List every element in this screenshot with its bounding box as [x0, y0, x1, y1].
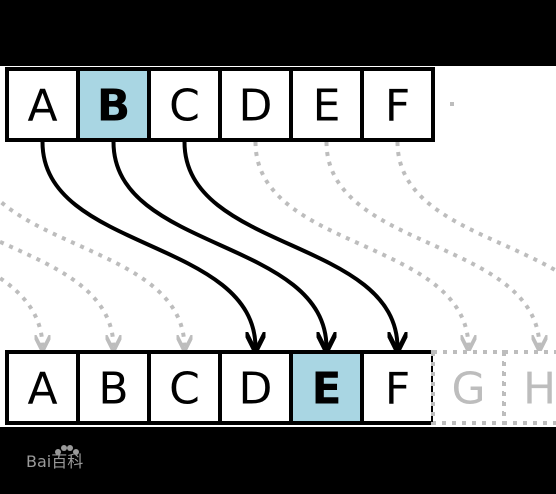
paw-icon	[55, 445, 79, 455]
implied-arrow	[395, 141, 556, 273]
ciphertext-letter: D	[239, 364, 273, 415]
ciphertext-cell-b: B	[76, 350, 151, 425]
ciphertext-letter: B	[98, 364, 128, 415]
plaintext-cell-e: E	[289, 67, 364, 142]
plaintext-letter: D	[239, 81, 273, 132]
watermark: Bai百科	[26, 445, 83, 471]
ciphertext-letter: F	[385, 364, 410, 415]
ghost-cell-box	[502, 350, 556, 425]
shift-arrow	[111, 141, 327, 348]
plaintext-cell-a: A	[5, 67, 80, 142]
plaintext-cell-box	[289, 67, 364, 142]
plaintext-letter: B	[97, 81, 131, 132]
ciphertext-cell-box	[76, 350, 151, 425]
ciphertext-cell-box	[360, 350, 435, 425]
plaintext-cell-box	[218, 67, 293, 142]
plaintext-letter: E	[313, 81, 341, 132]
watermark-text: Bai百科	[26, 452, 83, 471]
ciphertext-cell-a: A	[5, 350, 80, 425]
ciphertext-cell-d: D	[218, 350, 293, 425]
ciphertext-cell-f: F	[360, 350, 435, 425]
implied-arrow	[0, 239, 114, 348]
ghost-cell-box	[431, 350, 506, 425]
implied-arrow	[0, 198, 185, 348]
shift-arrow	[40, 141, 256, 348]
plaintext-letter: F	[385, 81, 410, 132]
plaintext-cell-d: D	[218, 67, 293, 142]
ciphertext-cell-box	[218, 350, 293, 425]
ciphertext-cell-box	[289, 350, 364, 425]
plaintext-cell-b: B	[76, 67, 151, 142]
ghost-cell-h: H	[502, 350, 556, 425]
shift-arrow	[182, 141, 398, 348]
ciphertext-cell-c: C	[147, 350, 222, 425]
implied-shift-arrows	[0, 141, 556, 348]
plaintext-cell-box	[360, 67, 435, 142]
shift-arrows	[40, 141, 398, 348]
plaintext-cell-f: F	[360, 67, 435, 142]
plaintext-cell-box	[147, 67, 222, 142]
plaintext-cell-box	[5, 67, 80, 142]
implied-arrow	[0, 275, 43, 348]
ghost-letter: G	[451, 364, 485, 415]
ghost-letter: H	[523, 364, 556, 415]
implied-arrow	[253, 141, 469, 348]
ciphertext-letter: E	[311, 364, 341, 415]
ghost-cell-g: G	[431, 350, 506, 425]
implied-arrow	[324, 141, 540, 348]
ciphertext-letter: A	[27, 364, 57, 415]
plaintext-letter: A	[27, 81, 57, 132]
plaintext-cell-c: C	[147, 67, 222, 142]
plaintext-letter: C	[169, 81, 200, 132]
ciphertext-letter: C	[169, 364, 200, 415]
ciphertext-cell-e: E	[289, 350, 364, 425]
